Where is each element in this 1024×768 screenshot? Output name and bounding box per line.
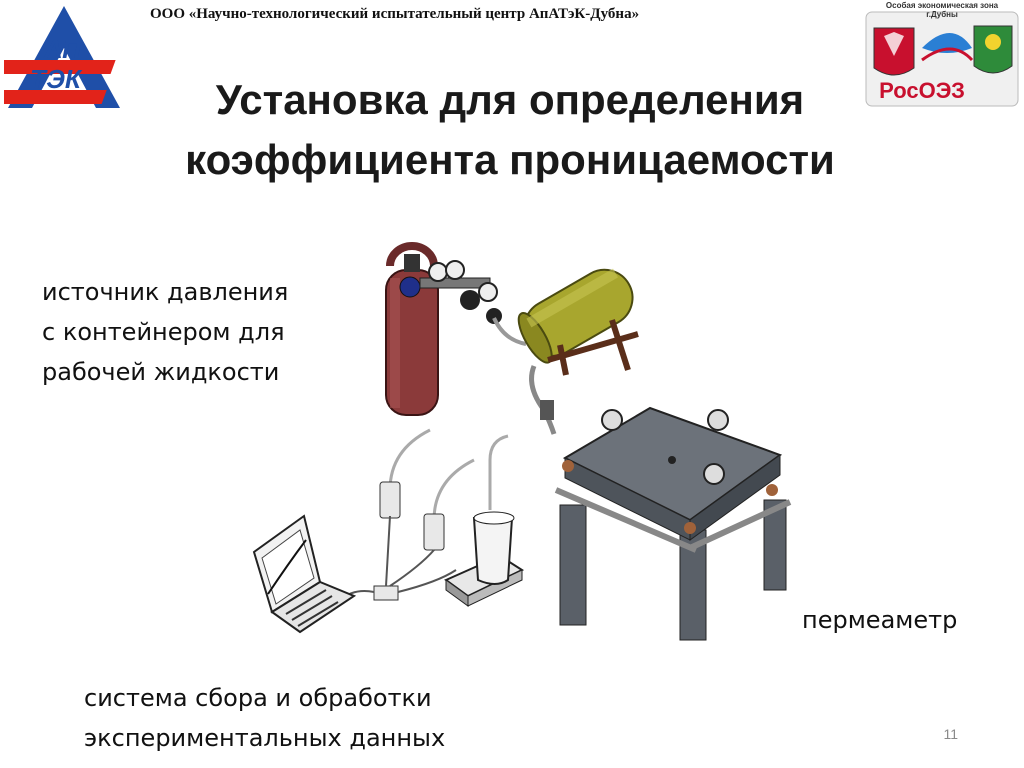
laptop bbox=[252, 514, 357, 634]
scale-with-beaker bbox=[444, 511, 525, 607]
pressure-source-line-1: источник давления bbox=[42, 278, 289, 306]
permeameter bbox=[554, 406, 792, 641]
page-title: Установка для определения коэффициента п… bbox=[130, 70, 890, 190]
logo-left-line1: АП bbox=[43, 34, 82, 64]
logo-right-zone-line1: Особая экономическая зона bbox=[886, 1, 999, 10]
gas-cylinder bbox=[385, 242, 439, 416]
equipment-illustration bbox=[252, 242, 792, 641]
data-system-line-1: система сбора и обработки bbox=[84, 684, 432, 712]
gas-hose bbox=[492, 317, 527, 346]
slide-number: 11 bbox=[943, 726, 958, 742]
pressure-sensors bbox=[379, 428, 509, 551]
data-system-line-2: экспериментальных данных bbox=[84, 724, 446, 752]
pressure-source-label: источник давления с контейнером для рабо… bbox=[42, 272, 288, 392]
logo-right-brand: РосОЭЗ bbox=[879, 78, 965, 103]
pressure-regulator bbox=[399, 260, 502, 324]
aptek-logo: АП ТЭК bbox=[4, 6, 120, 108]
pressure-source-line-2: с контейнером для bbox=[42, 318, 285, 346]
title-line-2: коэффициента проницаемости bbox=[185, 136, 835, 183]
permeameter-label: пермеаметр bbox=[802, 606, 958, 634]
logo-right-zone-line2: г.Дубны bbox=[926, 10, 958, 19]
pressure-source-line-3: рабочей жидкости bbox=[42, 358, 280, 386]
logo-left-line2: ТЭК bbox=[30, 64, 83, 94]
rosoez-logo: Особая экономическая зона г.Дубны РосОЭЗ bbox=[865, 1, 1019, 107]
data-cables bbox=[339, 515, 457, 601]
liquid-tank bbox=[517, 268, 639, 376]
organization-name: ООО «Научно-технологический испытательны… bbox=[150, 6, 640, 22]
title-line-1: Установка для определения bbox=[215, 76, 805, 123]
usb-hub bbox=[373, 585, 399, 601]
data-system-label: система сбора и обработки эксперименталь… bbox=[84, 678, 445, 758]
